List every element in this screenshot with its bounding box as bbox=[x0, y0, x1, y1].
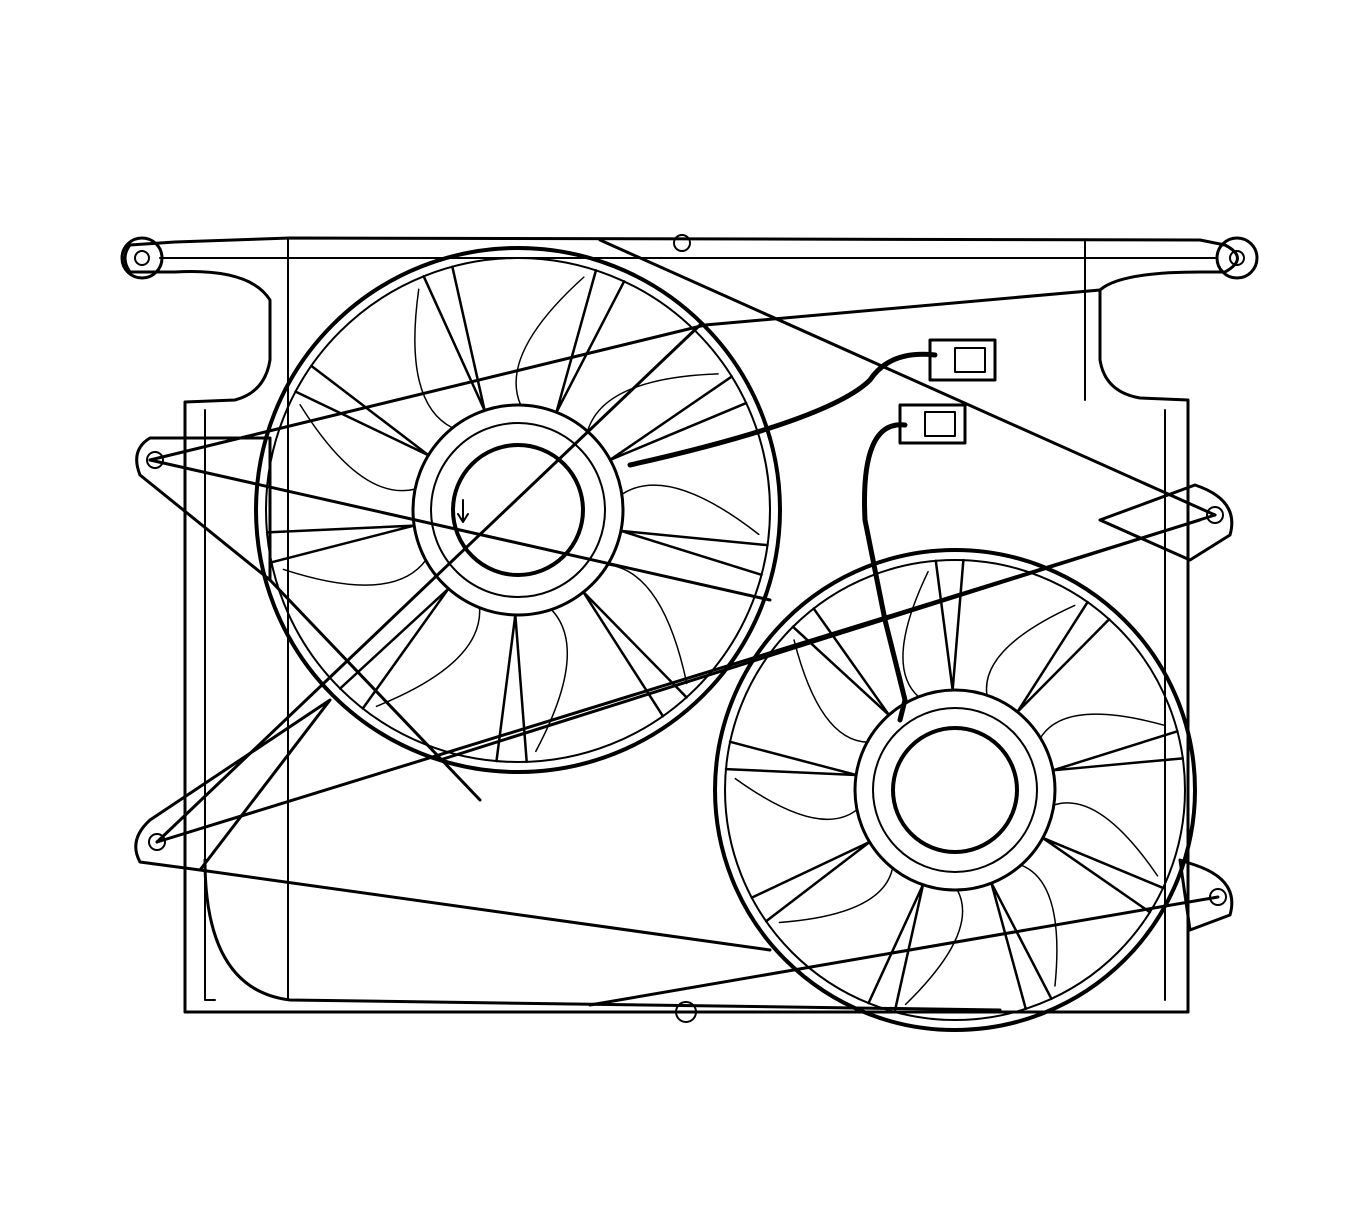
strut-line bbox=[703, 288, 1102, 327]
fan-spoke bbox=[791, 607, 891, 717]
shroud-bolt-bottom bbox=[675, 1001, 697, 1023]
fan-spoke bbox=[1041, 836, 1165, 914]
top-mounting-bar bbox=[123, 236, 1239, 1014]
electrical-connector-upper bbox=[928, 338, 997, 382]
fan-spoke bbox=[555, 269, 626, 414]
fan-hub-ring bbox=[411, 403, 625, 617]
fan-blade bbox=[793, 639, 868, 743]
fan-spoke bbox=[495, 613, 528, 764]
rotation-arrow-icon bbox=[457, 499, 469, 523]
fan-ring bbox=[254, 246, 782, 774]
strut-line bbox=[148, 323, 707, 462]
fans bbox=[254, 246, 1197, 1032]
mounting-hole-top-right bbox=[1215, 236, 1259, 280]
fan-blade bbox=[586, 373, 719, 433]
fan-spoke bbox=[750, 840, 871, 923]
fan-blade bbox=[375, 606, 481, 708]
mounting-tab-right-upper bbox=[1098, 483, 1234, 562]
fan-spoke bbox=[1016, 600, 1111, 714]
fan-blade bbox=[621, 484, 760, 536]
shroud-struts bbox=[148, 238, 1220, 1007]
fan-hub-ring bbox=[451, 443, 585, 577]
fan-blade bbox=[1020, 864, 1058, 987]
strut-line bbox=[588, 895, 1220, 1007]
fan-blade bbox=[606, 564, 688, 685]
fan-ring bbox=[265, 257, 771, 763]
fan-spoke bbox=[990, 881, 1053, 1011]
fan-blade bbox=[1053, 802, 1159, 877]
fan-blade bbox=[904, 889, 964, 1006]
fan-spoke bbox=[294, 364, 430, 457]
fan-blade bbox=[535, 608, 568, 753]
fan-spoke bbox=[619, 529, 769, 577]
fan-spoke bbox=[582, 590, 688, 718]
electrical-connector-lower bbox=[898, 403, 967, 445]
mounting-hole-top-left bbox=[120, 236, 164, 280]
shroud-bolt-top bbox=[673, 234, 691, 252]
fan-blade bbox=[985, 604, 1076, 696]
fan-ring bbox=[724, 559, 1186, 1021]
strut-line bbox=[155, 323, 702, 844]
fan-blade bbox=[299, 403, 416, 492]
fan-spoke bbox=[608, 375, 748, 462]
fan-spoke bbox=[265, 524, 416, 564]
fan-hub-ring bbox=[430, 422, 606, 598]
fan-hub-ring bbox=[891, 726, 1019, 854]
left-fan bbox=[254, 246, 782, 774]
strut-line bbox=[198, 868, 772, 952]
fan-blade bbox=[902, 570, 929, 698]
fan-spoke bbox=[934, 558, 965, 692]
fan-hub-ring bbox=[853, 688, 1057, 892]
fan-spoke bbox=[867, 883, 925, 1014]
right-fan bbox=[713, 548, 1197, 1032]
strut-line bbox=[598, 238, 1217, 517]
fan-spoke bbox=[422, 265, 486, 412]
fan-spoke bbox=[1051, 730, 1185, 772]
fan-blade bbox=[515, 276, 585, 406]
fan-spoke bbox=[338, 587, 450, 710]
fan-blade bbox=[734, 777, 858, 821]
wiring-harness bbox=[627, 351, 938, 723]
fan-blade bbox=[1039, 713, 1167, 739]
fan-blade bbox=[282, 559, 427, 586]
strut-line bbox=[438, 513, 1217, 762]
strut-line bbox=[148, 458, 772, 602]
fan-hub-ring bbox=[872, 707, 1038, 873]
fan-spoke bbox=[724, 740, 858, 777]
mounting-tab-left-upper bbox=[135, 436, 272, 582]
fan-blade bbox=[414, 288, 454, 429]
fan-blade bbox=[778, 867, 894, 924]
fan-ring bbox=[713, 548, 1197, 1032]
mounting-tab-left-lower bbox=[134, 698, 332, 872]
